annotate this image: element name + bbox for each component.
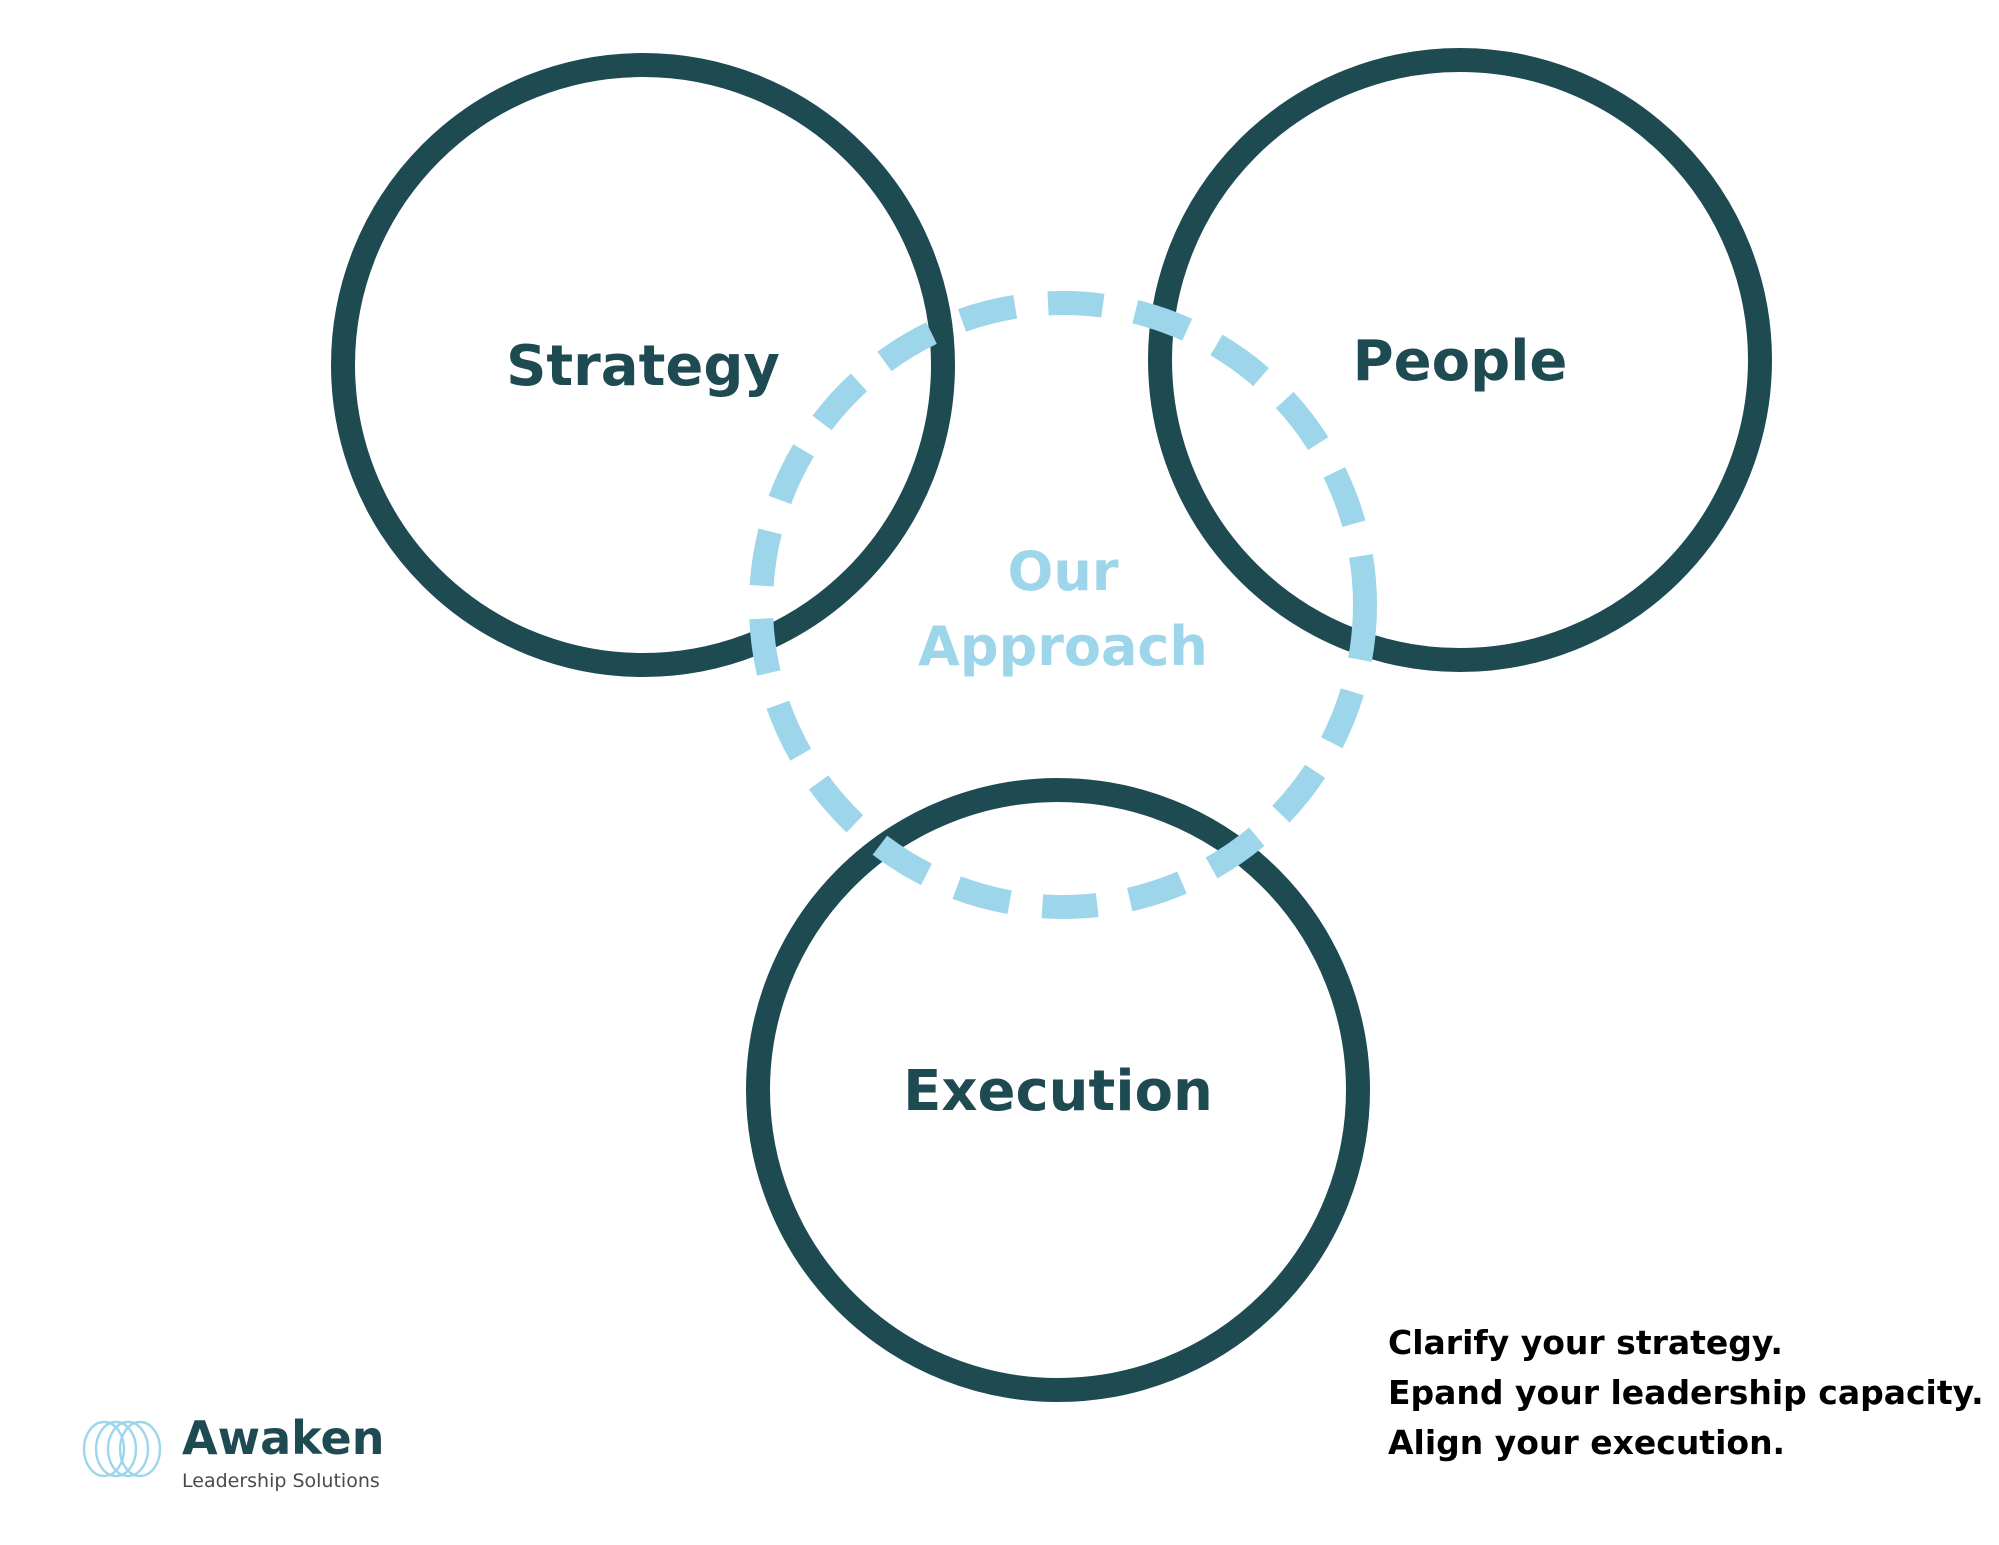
tagline-line-leadership: Epand your leadership capacity. xyxy=(1388,1373,1984,1412)
logo-name: Awaken xyxy=(182,1411,385,1465)
awaken-logo: Awaken Leadership Solutions xyxy=(82,1411,402,1515)
our-approach-label-line1: Our xyxy=(1008,540,1119,603)
our-approach-circle xyxy=(749,291,1377,919)
tagline-line-execution: Align your execution. xyxy=(1388,1423,1786,1462)
logo-subtitle: Leadership Solutions xyxy=(182,1470,380,1492)
strategy-circle xyxy=(331,53,955,677)
people-label: People xyxy=(1353,329,1568,394)
tagline-line-strategy: Clarify your strategy. xyxy=(1388,1323,1783,1362)
awaken-rings-logo-icon xyxy=(82,1420,162,1478)
tagline: Clarify your strategy. Epand your leader… xyxy=(1388,1318,1984,1468)
our-approach-label-line2: Approach xyxy=(918,615,1208,678)
execution-label: Execution xyxy=(903,1059,1213,1124)
execution-circle xyxy=(746,778,1370,1402)
strategy-label: Strategy xyxy=(506,334,780,399)
people-circle xyxy=(1148,48,1772,672)
